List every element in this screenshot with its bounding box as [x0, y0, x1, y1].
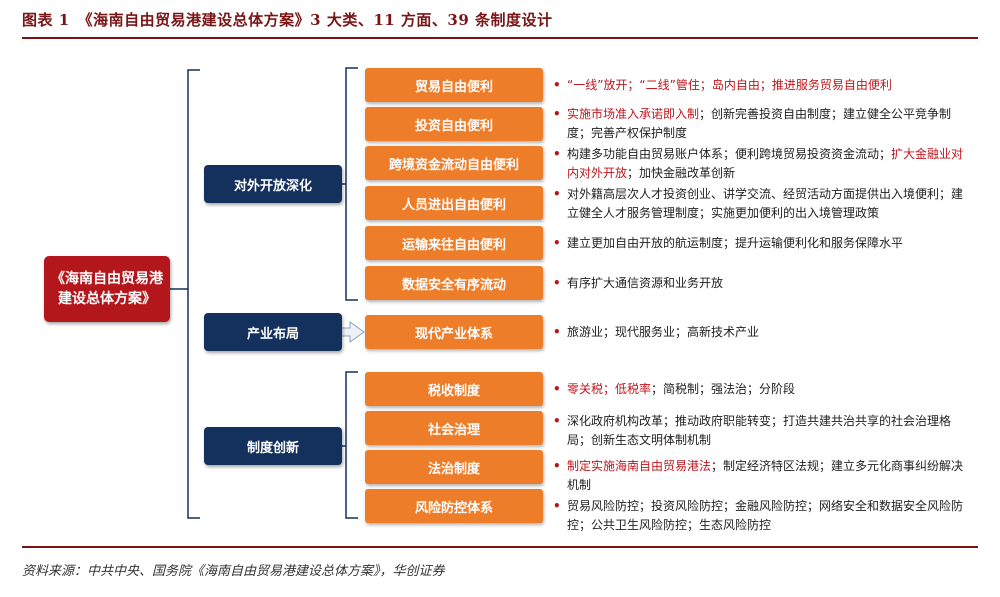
bullet-icon: • [553, 459, 561, 473]
desc-red: 有序扩大通信资源和业务开放 [567, 276, 724, 290]
bullet-icon: • [553, 499, 561, 513]
top-rule [22, 37, 978, 39]
desc-modern-industry: • 旅游业；现代服务业；高新技术产业 [553, 323, 973, 342]
item-tax: 税收制度 [365, 372, 543, 406]
item-rule-of-law: 法治制度 [365, 450, 543, 484]
figure-title: 图表 1 《海南自由贸易港建设总体方案》3 大类、11 方面、39 条制度设计 [22, 11, 553, 29]
desc-red: 零关税；低税率 [567, 382, 652, 396]
cat3-bracket [345, 371, 358, 519]
item-modern-industry: 现代产业体系 [365, 315, 543, 349]
bullet-icon: • [553, 276, 561, 290]
source-note: 资料来源：中共中央、国务院《海南自由贸易港建设总体方案》，华创证券 [22, 564, 445, 579]
root-bracket [187, 69, 200, 519]
category-industry: 产业布局 [204, 313, 342, 351]
desc-risk-control: • 贸易风险防控；投资风险防控；金融风险防控；网络安全和数据安全风险防控；公共卫… [553, 497, 973, 535]
desc-black: ；加快金融改革创新 [627, 166, 736, 180]
bullet-icon: • [553, 325, 561, 339]
desc-red: 实施市场准入承诺即入制 [567, 107, 700, 121]
desc-rule-of-law: • 制定实施海南自由贸易港法；制定经济特区法规；建立多元化商事纠纷解决机制 [553, 457, 973, 495]
desc-personnel: • 对外籍高层次人才投资创业、讲学交流、经贸活动方面提供出入境便利；建立健全人才… [553, 185, 973, 223]
desc-governance: • 深化政府机构改革；推动政府职能转变；打造共建共治共享的社会治理格局；创新生态… [553, 412, 973, 450]
desc-data: • 有序扩大通信资源和业务开放 [553, 274, 973, 293]
desc-black: ；创新完善投资自由制度；建立健全公平竞争制度；完善产权保护制度 [567, 107, 952, 140]
bullet-icon: • [553, 78, 561, 92]
item-trade: 贸易自由便利 [365, 68, 543, 102]
item-data: 数据安全有序流动 [365, 266, 543, 300]
desc-black: 建立更加自由开放的航运制度；提升运输便利化和服务保障水平 [567, 236, 904, 250]
category-institution: 制度创新 [204, 427, 342, 465]
bottom-rule [22, 546, 978, 548]
item-governance: 社会治理 [365, 411, 543, 445]
bullet-icon: • [553, 147, 561, 161]
desc-investment: • 实施市场准入承诺即入制；创新完善投资自由制度；建立健全公平竞争制度；完善产权… [553, 105, 973, 143]
item-capital-flow: 跨境资金流动自由便利 [365, 146, 543, 180]
desc-black: 深化政府机构改革；推动政府职能转变；打造共建共治共享的社会治理格局；创新生态文明… [567, 414, 952, 447]
desc-black: ；简税制；强法治；分阶段 [651, 382, 796, 396]
desc-black: ；制定经济特区法规；建立多元化商事纠纷解决机制 [567, 459, 964, 492]
desc-red: “一线”放开；“二线”管住；岛内自由；推进服务贸易自由便利 [567, 78, 892, 92]
item-risk-control: 风险防控体系 [365, 489, 543, 523]
bullet-icon: • [553, 414, 561, 428]
desc-black: 构建多功能自由贸易账户体系；便利跨境贸易投资资金流动； [567, 147, 892, 161]
bullet-icon: • [553, 187, 561, 201]
desc-black: 对外籍高层次人才投资创业、讲学交流、经贸活动方面提供出入境便利；建立健全人才服务… [567, 187, 964, 220]
desc-tax: • 零关税；低税率；简税制；强法治；分阶段 [553, 380, 973, 399]
desc-trade: • “一线”放开；“二线”管住；岛内自由；推进服务贸易自由便利 [553, 76, 973, 95]
desc-transport: • 建立更加自由开放的航运制度；提升运输便利化和服务保障水平 [553, 234, 973, 253]
item-personnel: 人员进出自由便利 [365, 186, 543, 220]
desc-red: 旅游业；现代服务业；高新技术产业 [567, 325, 760, 339]
category-opening: 对外开放深化 [204, 165, 342, 203]
desc-capital-flow: • 构建多功能自由贸易账户体系；便利跨境贸易投资资金流动；扩大金融业对内对外开放… [553, 145, 973, 183]
item-investment: 投资自由便利 [365, 107, 543, 141]
item-transport: 运输来往自由便利 [365, 226, 543, 260]
bullet-icon: • [553, 382, 561, 396]
bullet-icon: • [553, 107, 561, 121]
desc-red: 扩大金融业对内对外开放 [567, 147, 964, 180]
desc-red: 制定实施海南自由贸易港法 [567, 459, 712, 473]
root-node: 《海南自由贸易港建设总体方案》 [44, 256, 170, 322]
desc-black: 贸易风险防控；投资风险防控；金融风险防控；网络安全和数据安全风险防控；公共卫生风… [567, 499, 964, 532]
bullet-icon: • [553, 236, 561, 250]
cat1-bracket [345, 67, 358, 301]
